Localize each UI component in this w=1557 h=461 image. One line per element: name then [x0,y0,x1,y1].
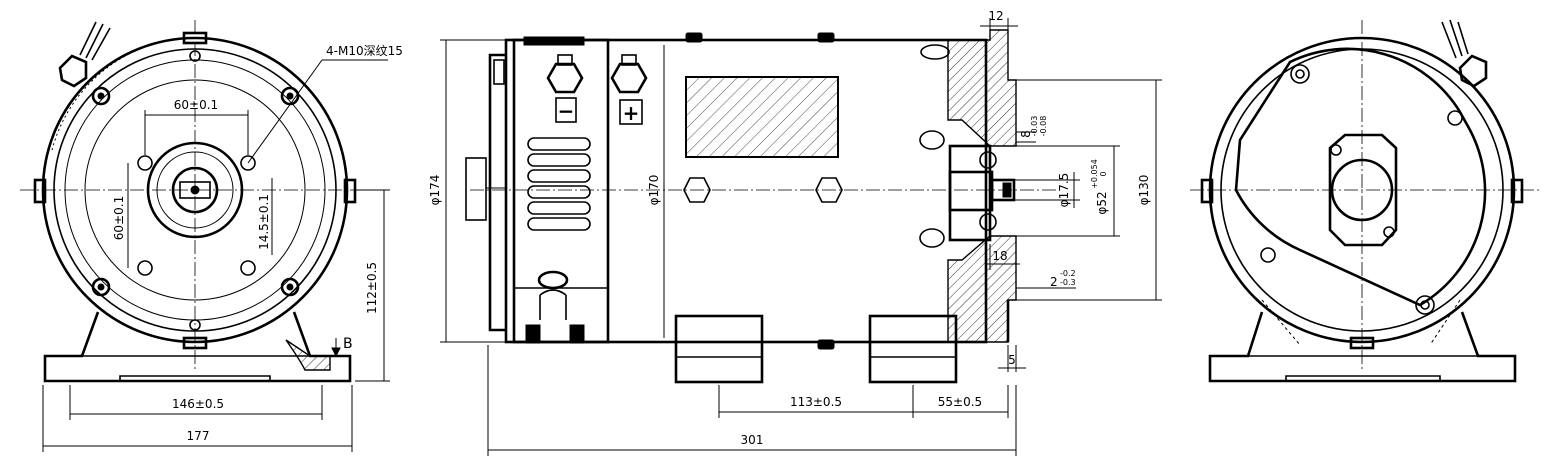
flange-section-lower [947,235,1017,343]
left-outer-ring-inner [53,48,337,332]
nameplate [685,76,839,158]
left-thread-hole [137,260,153,276]
dim-holes-vertical: 60±0.1 [112,196,126,240]
dim-gap-2-tol: -0.2-0.3 [1060,269,1076,287]
left-corner-bolts [91,50,300,331]
dim-length-301: 301 [741,433,764,447]
right-outer-ring [1208,36,1516,344]
left-end-view: 60±0.1 60±0.1 14.5±0.1 4-M10深纹15 112±0.5… [20,20,403,452]
rear-boss [1328,133,1398,247]
side-hex-nut [683,177,711,203]
dim-feet-55: 55±0.5 [938,395,982,409]
dim-shaft-17-5: φ17.5 [1057,173,1071,208]
bearing-outer [948,144,992,242]
dim-feet-113: 113±0.5 [790,395,842,409]
terminal-pos-sign: + [623,101,640,125]
motor-body [504,38,988,344]
left-inner-circle [84,79,306,301]
left-thread-hole [240,260,256,276]
left-cable-gland [58,21,111,88]
right-end-view [1190,19,1540,383]
bottom-connector [525,270,585,344]
dim-foot-holes: 146±0.5 [172,397,224,411]
left-fin-arc [239,44,346,171]
dim-key-8: 8 [1019,130,1033,138]
dim-shaft-height: 112±0.5 [365,262,379,314]
dim-flange-12: 12 [988,9,1003,23]
left-mount-foot [43,311,352,383]
dim-dia-170: φ170 [647,175,661,206]
dim-width-5: 5 [1008,353,1016,367]
dim-gap-2: 2 [1050,275,1058,289]
left-thread-hole [137,155,153,171]
left-outer-ring [41,36,349,344]
dim-key-height: 14.5±0.1 [257,194,271,250]
foot-block [674,314,764,384]
dim-bore-52-tol: +0.0540 [1090,159,1108,189]
dim-key-8-tol: -0.03-0.08 [1030,116,1048,137]
bottom-bolt [817,339,835,350]
left-foot-section [285,339,331,371]
rear-cover-plate [1234,47,1487,307]
left-shaft [171,166,219,214]
end-cap [488,53,506,332]
dim-dia-130: φ130 [1137,175,1151,206]
dim-holes-horizontal: 60±0.1 [174,98,218,112]
left-fin-arc [51,44,151,151]
right-cable-gland [1441,19,1488,88]
left-shaft-center [190,185,200,195]
side-hex-nut [815,177,843,203]
left-thread-hole [240,155,256,171]
rear-bore [1330,158,1394,222]
terminal-positive: + [610,54,648,125]
top-bolt [685,32,703,43]
output-shaft [990,178,1016,202]
left-lug [33,178,47,204]
vent-slots [527,137,591,231]
dim-bore-52: φ52 [1095,191,1109,214]
side-oval [920,44,950,60]
right-mount-foot [1208,311,1517,383]
terminal-neg-sign: − [558,99,575,123]
left-lug [343,178,357,204]
view-marker-b: B [343,336,353,352]
dim-bolt-spec: 4-M10深纹15 [326,44,403,58]
side-view: − + [428,9,1162,456]
left-lug [182,31,208,45]
left-hub-ring-inner [156,151,234,229]
dim-dia-174: φ174 [428,175,442,206]
flange-section [947,29,1017,147]
dim-foot-width: 177 [187,429,210,443]
left-shaft-key [179,181,211,199]
dim-width-18: 18 [992,249,1007,263]
terminal-negative: − [546,54,584,123]
foot-block [868,314,958,384]
left-hub-ring [146,141,244,239]
top-bolt [817,32,835,43]
left-lug [182,336,208,350]
